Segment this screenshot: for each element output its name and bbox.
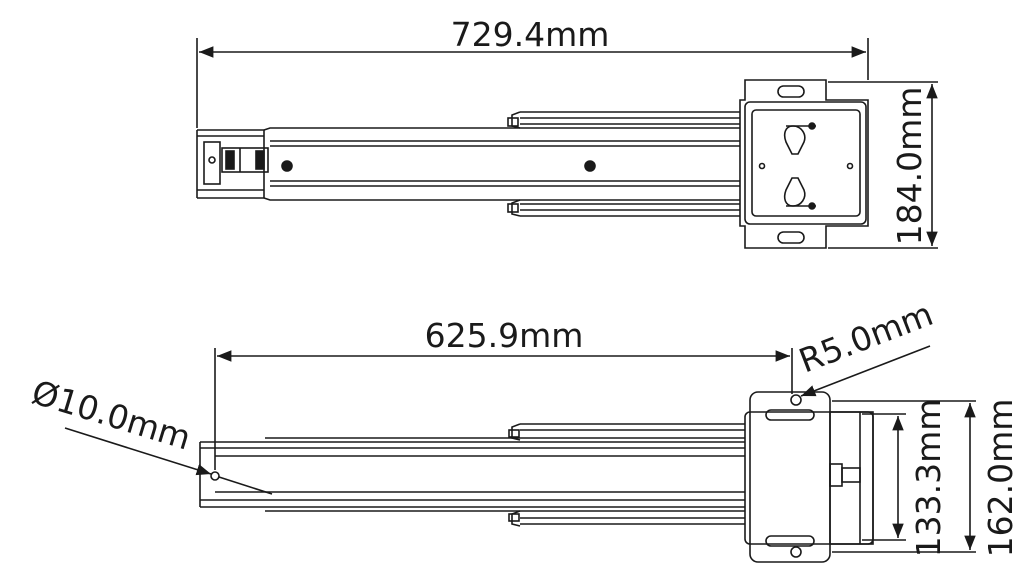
bottom-slot-lower: [765, 535, 815, 547]
top-plate-hole-left: [758, 162, 766, 170]
bottom-view: [64, 345, 976, 563]
bottom-slot-upper: [765, 409, 815, 421]
top-height-label: 184.0mm: [890, 87, 929, 246]
top-rivet-left: [281, 160, 293, 172]
top-keyhole-upper: [783, 125, 806, 155]
radius-leader-line: [800, 345, 931, 397]
top-rail-hole: [208, 156, 216, 164]
top-bearing-block: [221, 147, 269, 173]
top-plate-hole-right: [846, 162, 854, 170]
top-slot-upper: [777, 85, 805, 98]
top-slot-lower: [777, 231, 805, 244]
top-keyhole-lower: [783, 177, 806, 207]
top-rivet-right: [584, 160, 596, 172]
top-view: [196, 38, 938, 249]
hole-leader-tail: [218, 476, 273, 495]
bottom-knob: [829, 463, 843, 487]
top-inner-rails: [507, 111, 740, 217]
top-middle-rail: [263, 127, 740, 201]
bottom-rail-hole: [210, 471, 220, 481]
bottom-radius-hole-upper: [790, 394, 802, 406]
top-outer-rail: [196, 129, 264, 199]
top-length-label: 729.4mm: [451, 15, 610, 54]
bottom-rails: [199, 423, 745, 527]
top-mounting-plate: [739, 79, 869, 249]
hole-leader-line: [64, 427, 212, 476]
radius-label: R5.0mm: [794, 294, 938, 380]
hole-diameter-label: Ø10.0mm: [27, 372, 195, 457]
bottom-radius-hole-lower: [790, 546, 802, 558]
bottom-mounting-plate: [744, 391, 874, 563]
bottom-knob-cap: [841, 467, 861, 483]
outer-height-label: 162.0mm: [981, 399, 1020, 558]
bottom-length-label: 625.9mm: [425, 316, 584, 355]
inner-height-label: 133.3mm: [909, 399, 948, 558]
